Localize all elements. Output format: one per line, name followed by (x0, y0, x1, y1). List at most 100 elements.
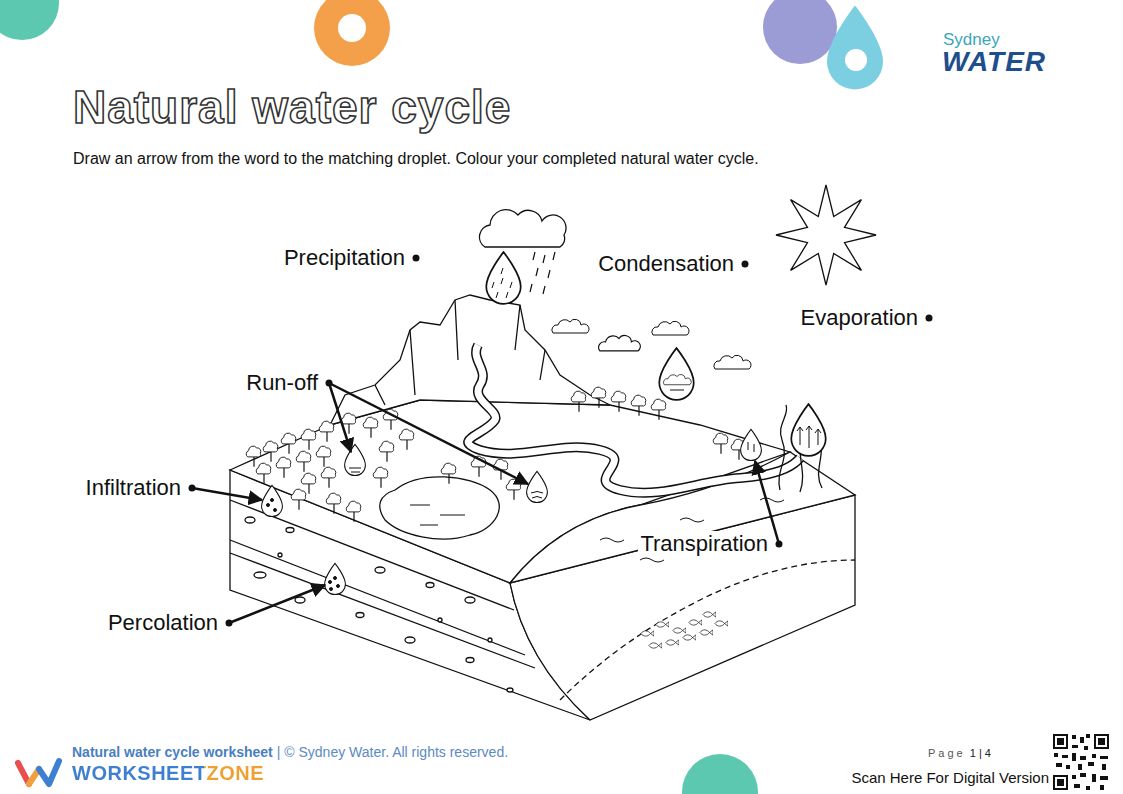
qr-code (1066, 765, 1070, 769)
fish (715, 621, 728, 626)
trees (281, 433, 296, 454)
qr-code (1052, 733, 1110, 791)
clouds (552, 319, 589, 333)
trees (301, 429, 316, 450)
label-dots (413, 255, 420, 262)
soil-pebbles (286, 528, 294, 533)
trees (321, 467, 336, 488)
trees (713, 433, 728, 454)
qr-code (1102, 764, 1106, 770)
qr-code (1053, 775, 1068, 790)
clouds (652, 321, 689, 335)
brand-wordmark: WORKSHEETZONE (72, 761, 264, 785)
answer-arrows (192, 488, 262, 500)
stage-label: Transpiration (638, 531, 770, 557)
page-number: 1 | 4 (970, 747, 991, 760)
clouds (479, 210, 566, 247)
lake (380, 477, 499, 539)
lake (380, 477, 499, 539)
logo-wordmark: WATER (942, 45, 1046, 79)
soil-pebbles (375, 567, 385, 573)
river (468, 345, 800, 493)
sea-waves (600, 498, 784, 562)
river (468, 345, 800, 493)
page-decoration (338, 14, 366, 42)
qr-code (1052, 733, 1110, 791)
trees (316, 446, 331, 467)
soil-pebbles (488, 638, 492, 642)
droplet-contents (670, 390, 684, 391)
qr-code (1057, 779, 1064, 786)
droplet-contents (329, 581, 332, 584)
qr-code (1062, 755, 1068, 758)
soil-pebbles (278, 553, 282, 557)
answer-arrows (229, 585, 325, 623)
fish (656, 622, 669, 627)
qr-code (1098, 738, 1105, 745)
clouds (599, 335, 641, 350)
page-decoration (314, 0, 390, 66)
page-word: Page (928, 747, 966, 760)
page-decoration (763, 0, 837, 64)
droplets (325, 563, 346, 594)
qr-code (1100, 785, 1104, 790)
droplet-contents (267, 504, 270, 507)
landscape-block (230, 295, 855, 720)
worksheet-title: Natural water cycle (73, 80, 511, 135)
qr-code (1055, 736, 1066, 747)
qr-code (1072, 745, 1078, 748)
qr-code (1078, 764, 1082, 770)
droplet-contents (797, 426, 821, 448)
droplets (262, 485, 283, 516)
landscape-block (560, 560, 855, 700)
worksheetzone-icon (18, 763, 29, 784)
soil-pebbles (356, 613, 364, 618)
soil-pebbles (254, 572, 266, 578)
droplets (659, 348, 693, 400)
qr-code (1072, 753, 1076, 761)
qr-code (1056, 763, 1062, 767)
droplet-contents (492, 268, 512, 298)
fish (673, 628, 686, 633)
droplets (262, 252, 826, 594)
droplet-contents (748, 442, 754, 452)
fish (689, 620, 702, 625)
soil-pebbles (507, 688, 513, 692)
trees (319, 421, 334, 442)
trees (591, 387, 606, 408)
landscape-block (510, 452, 855, 583)
fish (666, 640, 679, 645)
soil-pebbles (438, 618, 442, 622)
droplets (345, 444, 366, 475)
sea-waves (680, 518, 704, 522)
trees (571, 391, 586, 412)
scan-note: Scan Here For Digital Version (851, 769, 1049, 787)
trees (263, 441, 278, 462)
stage-label: Percolation (106, 610, 220, 636)
stage-label: Condensation (596, 251, 736, 277)
sea-waves (600, 538, 624, 542)
stage-label: Precipitation (282, 245, 407, 271)
droplets (486, 252, 520, 304)
fish (641, 612, 728, 648)
qr-code (1072, 735, 1076, 739)
fish (700, 630, 713, 635)
river (468, 345, 800, 493)
trees (363, 417, 378, 438)
qr-code (1055, 777, 1066, 788)
soil-pebbles (405, 637, 415, 643)
soil-pebbles (465, 597, 475, 603)
sun-outline (776, 185, 876, 285)
answer-arrows (192, 383, 779, 623)
trees (346, 501, 361, 522)
soil-pebbles (245, 517, 513, 692)
droplet-contents (531, 492, 543, 499)
footer-title: Natural water cycle worksheet (72, 744, 273, 761)
worksheetzone-icon (39, 761, 59, 784)
sun-outline (776, 185, 876, 285)
droplet-contents (337, 585, 340, 588)
worksheetzone-icon (18, 761, 59, 784)
trees (246, 387, 746, 522)
fish (641, 631, 654, 636)
lake (410, 505, 465, 525)
